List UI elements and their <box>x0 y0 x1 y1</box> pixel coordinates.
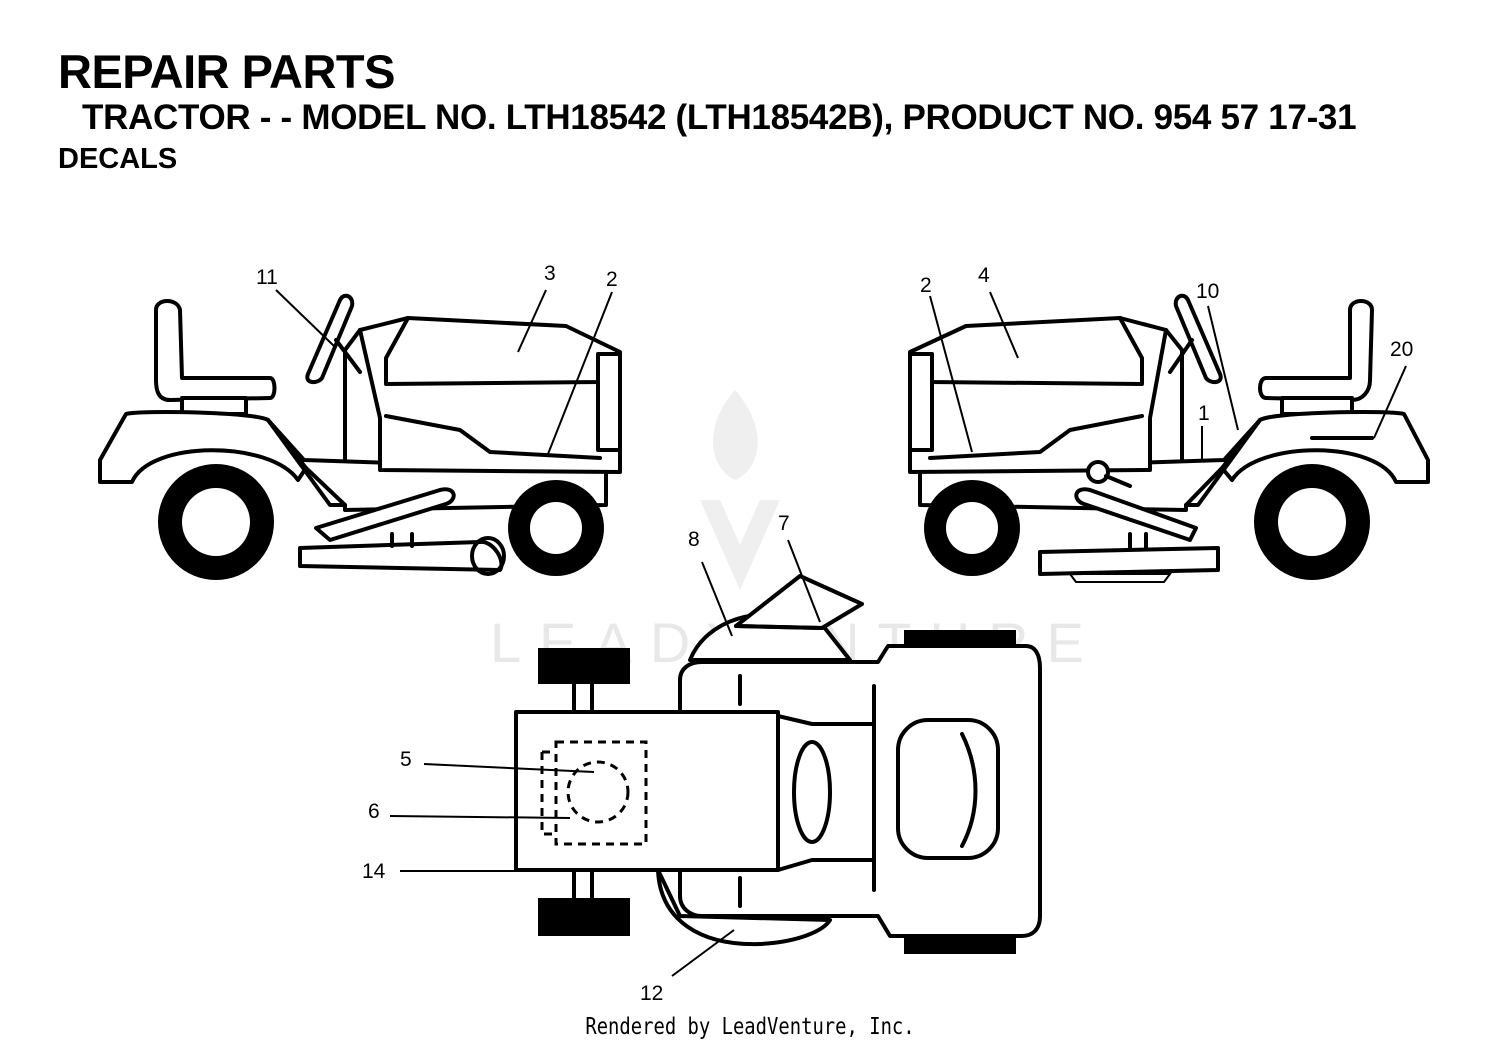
callout-5: 5 <box>400 748 412 771</box>
callout-12: 12 <box>640 982 663 1005</box>
callout-14: 14 <box>362 860 386 883</box>
callout-2-left: 2 <box>606 268 618 291</box>
callout-2-right: 2 <box>920 274 932 297</box>
callout-11: 11 <box>256 266 278 289</box>
page-subtitle: TRACTOR - - MODEL NO. LTH18542 (LTH18542… <box>82 98 1357 137</box>
tractor-left-side-view <box>98 293 622 580</box>
callout-leaders <box>275 289 1407 977</box>
footer-credit: Rendered by LeadVenture, Inc. <box>585 1014 915 1040</box>
callout-3: 3 <box>544 262 556 285</box>
callout-8: 8 <box>688 528 700 551</box>
callout-10: 10 <box>1196 280 1219 303</box>
callout-7: 7 <box>778 512 790 535</box>
tractor-right-side-view <box>908 293 1430 583</box>
callout-1: 1 <box>1198 402 1210 425</box>
tractor-top-view <box>514 574 1042 954</box>
callout-4: 4 <box>978 264 990 287</box>
page-title: REPAIR PARTS <box>58 45 395 98</box>
section-title: DECALS <box>58 143 178 175</box>
callout-labels: 11 3 2 2 4 10 20 1 8 7 5 6 14 12 <box>256 262 1413 1005</box>
callout-20: 20 <box>1390 338 1413 361</box>
callout-6: 6 <box>368 800 380 823</box>
